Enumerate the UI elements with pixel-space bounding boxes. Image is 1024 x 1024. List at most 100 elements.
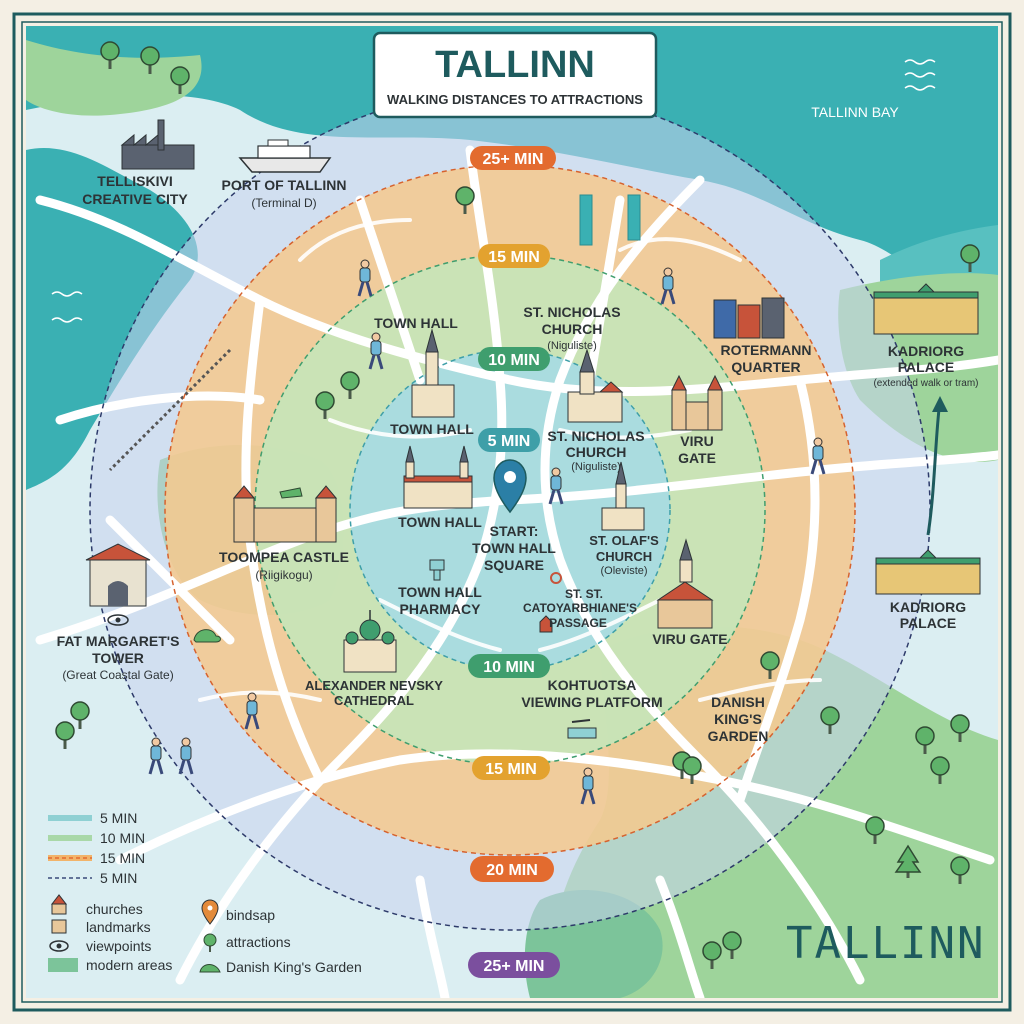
svg-text:TOWN HALL: TOWN HALL xyxy=(390,421,474,437)
svg-text:VIEWING PLATFORM: VIEWING PLATFORM xyxy=(521,694,662,710)
ring-pill-10-bottom: 10 MIN xyxy=(468,654,550,678)
svg-text:(Oleviste): (Oleviste) xyxy=(600,565,647,577)
place-kadriorg-palace-a[interactable]: KADRIORG PALACE (extended walk or tram) xyxy=(873,343,978,389)
west-bay-water xyxy=(26,148,198,490)
svg-text:(Great Coastal Gate): (Great Coastal Gate) xyxy=(62,668,173,682)
svg-text:FAT MARGARET'S: FAT MARGARET'S xyxy=(57,633,180,649)
svg-text:15 MIN: 15 MIN xyxy=(485,761,537,778)
place-town-hall-b[interactable]: TOWN HALL xyxy=(390,421,474,437)
place-viru-gate-b[interactable]: VIRU GATE xyxy=(652,631,727,647)
ring-pill-15-bottom: 15 MIN xyxy=(472,756,550,780)
svg-text:25+ MIN: 25+ MIN xyxy=(483,151,544,168)
place-port-of-tallinn[interactable]: PORT OF TALLINN (Terminal D) xyxy=(222,177,347,210)
svg-text:TOWER: TOWER xyxy=(92,650,144,666)
svg-text:CATHEDRAL: CATHEDRAL xyxy=(334,693,414,708)
svg-text:attractions: attractions xyxy=(226,934,291,950)
legend-ring-15: 15 MIN xyxy=(48,850,145,866)
place-toompea-castle[interactable]: TOOMPEA CASTLE (Riigikogu) xyxy=(219,549,349,582)
tree-icon xyxy=(203,933,217,952)
svg-text:10 MIN: 10 MIN xyxy=(488,352,540,369)
st-nicholas-church-icon xyxy=(567,348,624,423)
svg-text:bindsap: bindsap xyxy=(226,907,275,923)
legend-bindsap: bindsap xyxy=(201,899,275,925)
place-danish-kings-garden[interactable]: DANISH KING'S GARDEN xyxy=(708,694,769,744)
svg-text:ROTERMANN: ROTERMANN xyxy=(721,342,812,358)
modern-area-swatch xyxy=(48,958,78,972)
svg-text:ST. ST.: ST. ST. xyxy=(565,587,603,601)
svg-text:TELLISKIVI: TELLISKIVI xyxy=(97,173,172,189)
svg-text:DANISH: DANISH xyxy=(711,694,765,710)
map-title: TALLINN xyxy=(435,44,595,86)
place-st-nicholas-b[interactable]: ST. NICHOLAS CHURCH (Niguliste) xyxy=(547,428,644,473)
place-town-hall-pharmacy[interactable]: TOWN HALL PHARMACY xyxy=(398,584,482,617)
svg-text:QUARTER: QUARTER xyxy=(731,359,800,375)
ring-pill-10-top: 10 MIN xyxy=(478,347,550,371)
start-label: START: TOWN HALL SQUARE xyxy=(472,523,556,573)
svg-text:ST. NICHOLAS: ST. NICHOLAS xyxy=(523,304,620,320)
svg-text:churches: churches xyxy=(86,901,143,917)
svg-text:(Niguliste): (Niguliste) xyxy=(571,461,621,473)
svg-text:ST. NICHOLAS: ST. NICHOLAS xyxy=(547,428,644,444)
place-st-nicholas-a[interactable]: ST. NICHOLAS CHURCH (Niguliste) xyxy=(523,304,620,352)
svg-text:10 MIN: 10 MIN xyxy=(483,659,535,676)
viru-gate-icon xyxy=(671,374,723,431)
svg-text:TOOMPEA CASTLE: TOOMPEA CASTLE xyxy=(219,549,349,565)
factory-icon xyxy=(120,119,195,170)
place-catherines-passage[interactable]: ST. ST. CATOYARBHIANE'S PASSAGE xyxy=(523,587,637,630)
svg-text:(Terminal D): (Terminal D) xyxy=(251,196,316,210)
passage-pin-icon xyxy=(539,572,562,633)
place-town-hall-c[interactable]: TOWN HALL xyxy=(398,514,482,530)
place-kohtuotsa-viewing-platform[interactable]: KOHTUOTSA VIEWING PLATFORM xyxy=(521,677,662,710)
svg-text:5 MIN: 5 MIN xyxy=(100,870,137,886)
svg-text:KADRIORG: KADRIORG xyxy=(888,343,964,359)
place-town-hall-a[interactable]: TOWN HALL xyxy=(374,315,458,331)
place-fat-margarets-tower[interactable]: FAT MARGARET'S TOWER (Great Coastal Gate… xyxy=(57,633,180,682)
church-icon-viru xyxy=(656,538,714,629)
place-kadriorg-palace-b[interactable]: KADRIORG PALACE xyxy=(890,599,966,631)
legend-landmarks: landmarks xyxy=(51,919,151,935)
legend-danish-kings-garden: Danish King's Garden xyxy=(199,959,362,975)
ferry-icon xyxy=(238,139,332,173)
svg-text:CHURCH: CHURCH xyxy=(566,444,627,460)
ring-pill-15-top: 15 MIN xyxy=(478,244,550,268)
svg-text:TOWN HALL: TOWN HALL xyxy=(398,584,482,600)
st-olafs-church-icon xyxy=(601,461,645,531)
svg-text:PASSAGE: PASSAGE xyxy=(549,616,607,630)
svg-text:GARDEN: GARDEN xyxy=(708,728,769,744)
viewing-platform-icon xyxy=(567,719,597,739)
svg-text:ALEXANDER NEVSKY: ALEXANDER NEVSKY xyxy=(305,678,443,693)
place-viru-gate-a[interactable]: VIRU GATE xyxy=(678,433,716,466)
water-label: TALLINN BAY xyxy=(811,104,899,120)
svg-text:10 MIN: 10 MIN xyxy=(100,830,145,846)
place-st-olafs-church[interactable]: ST. OLAF'S CHURCH (Oleviste) xyxy=(589,533,659,577)
svg-text:5 MIN: 5 MIN xyxy=(100,810,137,826)
tallinn-bay-water xyxy=(26,26,998,320)
eye-icon xyxy=(49,940,69,952)
place-rotermann-quarter[interactable]: ROTERMANN QUARTER xyxy=(721,342,812,375)
ring-pill-25-top: 25+ MIN xyxy=(470,146,556,170)
svg-text:TOWN HALL: TOWN HALL xyxy=(398,514,482,530)
legend-modern-areas: modern areas xyxy=(48,957,172,973)
town-hall-icon-2 xyxy=(403,445,473,509)
place-alexander-nevsky-cathedral[interactable]: ALEXANDER NEVSKY CATHEDRAL xyxy=(305,678,443,708)
svg-text:PORT OF TALLINN: PORT OF TALLINN xyxy=(222,177,347,193)
legend-ring-10: 10 MIN xyxy=(48,830,145,846)
ring-pill-5: 5 MIN xyxy=(478,428,540,452)
fat-margarets-tower-icon xyxy=(85,543,151,607)
map-pin-icon xyxy=(201,899,219,925)
svg-text:KOHTUOTSA: KOHTUOTSA xyxy=(548,677,637,693)
legend: 5 MIN 10 MIN 15 MIN 5 MIN churches l xyxy=(48,810,362,975)
toompea-castle-icon xyxy=(232,485,338,543)
alexander-nevsky-cathedral-icon xyxy=(343,610,397,673)
svg-text:(Riigikogu): (Riigikogu) xyxy=(255,568,312,582)
svg-text:(extended walk or tram): (extended walk or tram) xyxy=(873,378,978,389)
church-icon xyxy=(50,894,68,915)
legend-ring-outer: 5 MIN xyxy=(48,870,137,886)
svg-text:START:: START: xyxy=(490,523,539,539)
legend-attractions: attractions xyxy=(203,933,291,952)
eye-icon xyxy=(107,614,129,626)
svg-text:TOWN HALL: TOWN HALL xyxy=(472,540,556,556)
svg-text:SQUARE: SQUARE xyxy=(484,557,544,573)
svg-text:VIRU GATE: VIRU GATE xyxy=(652,631,727,647)
place-telliskivi[interactable]: TELLISKIVI CREATIVE CITY xyxy=(82,173,188,207)
